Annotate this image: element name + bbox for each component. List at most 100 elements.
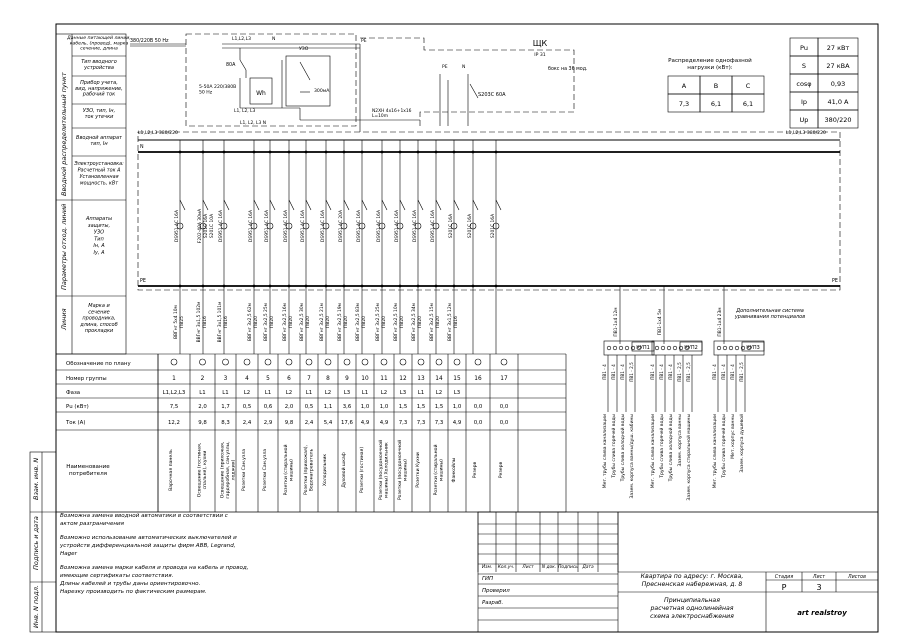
consumer-name: Розетки (стиральноймашины) [432, 445, 445, 496]
wire [325, 199, 332, 211]
plan-icon [343, 358, 351, 366]
group-current: 9,8 [198, 420, 207, 426]
equip-item: Трубы слива холодной воды [667, 414, 674, 483]
group-phase: L1 [222, 390, 228, 396]
supply-note: 380/220В 50 Hz [130, 38, 169, 44]
rcd-symbol [302, 222, 310, 230]
group-pu: 0,5 [243, 404, 252, 410]
fuse-label: 80А [226, 62, 236, 68]
equip-size: ПВ1 - 4 [721, 364, 726, 380]
meter-symbol: Wh [256, 90, 266, 97]
stamp-col-header: Дата [581, 564, 594, 570]
equip-size: ПВ1 - 4 [611, 364, 616, 380]
equip-item: Мет. трубы слива канализации [602, 414, 608, 488]
plan-icon [380, 358, 388, 366]
wire [417, 199, 424, 211]
box-note: бокс на 36 мод. [548, 66, 588, 72]
bus-node [398, 150, 402, 154]
kup-terminal [606, 345, 612, 351]
consumer-name: Розетки (прихожая),Водонагреватель [303, 444, 315, 494]
equip-feed-label: ПВ1-1х4 12м [613, 307, 619, 336]
rcd-symbol [450, 222, 458, 230]
breaker-label: DS951 AC 16A [394, 210, 400, 242]
shk-enclosure [360, 37, 575, 126]
notes-block: Возможна замена вводной автоматики в соо… [56, 511, 878, 595]
feeder-16: S201C 16A [467, 140, 479, 354]
wire [269, 199, 276, 211]
bus-node [222, 150, 226, 154]
board-enclosure [137, 131, 841, 291]
stamp-col-header: Изм. [482, 564, 492, 570]
equip-size: ПВ1 - 4 [659, 364, 664, 380]
consumer-name: Резерв [498, 461, 504, 478]
cable-label: ВВГнг 3х2,5 34мПВ20 [411, 303, 423, 341]
consumer-name: Освещение (прихожая,гардеробная, сан.узл… [220, 441, 237, 499]
group-pu: 2,0 [285, 404, 294, 410]
section-vertical-label: Вводной распределительный пункт [60, 72, 68, 196]
group-number: 16 [474, 376, 482, 382]
cable-label: ВВГнг 3х1,5 101мПВ16 [217, 302, 229, 343]
equip-size: ПВ1 - 2,5 [739, 362, 744, 382]
equip-item: Трубы слива горячей воды [658, 414, 665, 479]
plan-icon [453, 358, 461, 366]
breaker-label: DS951 AC 16A [300, 210, 306, 242]
shk-label: ЩК [533, 39, 548, 48]
cable-label: ВВГнг 3х2,5 10мПВ20 [393, 303, 405, 341]
group-pu: 1,0 [453, 404, 462, 410]
group-phase: L2 [286, 390, 292, 396]
wire [399, 199, 406, 211]
kup-terminal [612, 345, 618, 351]
cable-label: ВВГнг 5х4 10мПВ25 [173, 305, 185, 339]
cable-label: ВВГнг 3х2,5 19мПВ20 [337, 303, 349, 341]
group-phase: L1 [306, 390, 312, 396]
group-pu: 0,6 [264, 404, 273, 410]
cable-label: ВВГнг 3х1,5 102мПВ16 [196, 302, 208, 343]
breaker-label: S201C 16A [490, 214, 496, 238]
rcd-symbol [250, 222, 258, 230]
consumer-name: Духовой шкаф [340, 452, 347, 488]
plan-icon [500, 358, 508, 366]
bus-node [304, 150, 308, 154]
meter-out-label: L1, L2, L3 [234, 108, 256, 114]
breaker-label: DS951 AC 16A [218, 210, 224, 242]
kup-terminal [666, 345, 672, 351]
summary-key: cosφ [796, 80, 811, 88]
kup-label: КУП3 [746, 345, 760, 351]
bus-node [434, 150, 438, 154]
stamp-logo: art realstroy [797, 609, 847, 617]
kup-terminal [678, 345, 684, 351]
equip-size: ПВ1 - 4 [712, 364, 717, 380]
breaker-label: F202-40A 30мАS201C 16AS201C 10A [197, 209, 215, 243]
plan-icon [474, 358, 482, 366]
cable-label: ВВГнг 3х2,5 21мПВ20 [319, 303, 331, 341]
bus-node [342, 150, 346, 154]
group-pu: 7,5 [170, 404, 179, 410]
equip-item: Мет. корпус ванны [730, 414, 736, 459]
stamp-col-header: Кол.уч. [498, 564, 515, 570]
rcd-symbol [285, 222, 293, 230]
summary-key: Рu [800, 44, 808, 52]
consumer-name: Освещение (гостиная,спальня), кухни [197, 442, 209, 497]
note-line: Hager [60, 551, 78, 557]
kup-terminal [618, 345, 624, 351]
stamp-developed: Разраб. [482, 600, 503, 606]
note-line: Нарезку производить по фактическим разме… [60, 589, 207, 595]
bus-left-label: L1,L2,L3 380/220 [138, 130, 178, 136]
consumer-name: Розетки Кухни [415, 452, 421, 487]
feeder-2: F202-40A 30мАS201C 16AS201C 10A ВВГнг 3х1… [196, 140, 215, 354]
wire [299, 61, 311, 81]
wire [253, 199, 260, 211]
attribute-column: Данные питающей линии,кабель, (провод), … [55, 33, 131, 355]
